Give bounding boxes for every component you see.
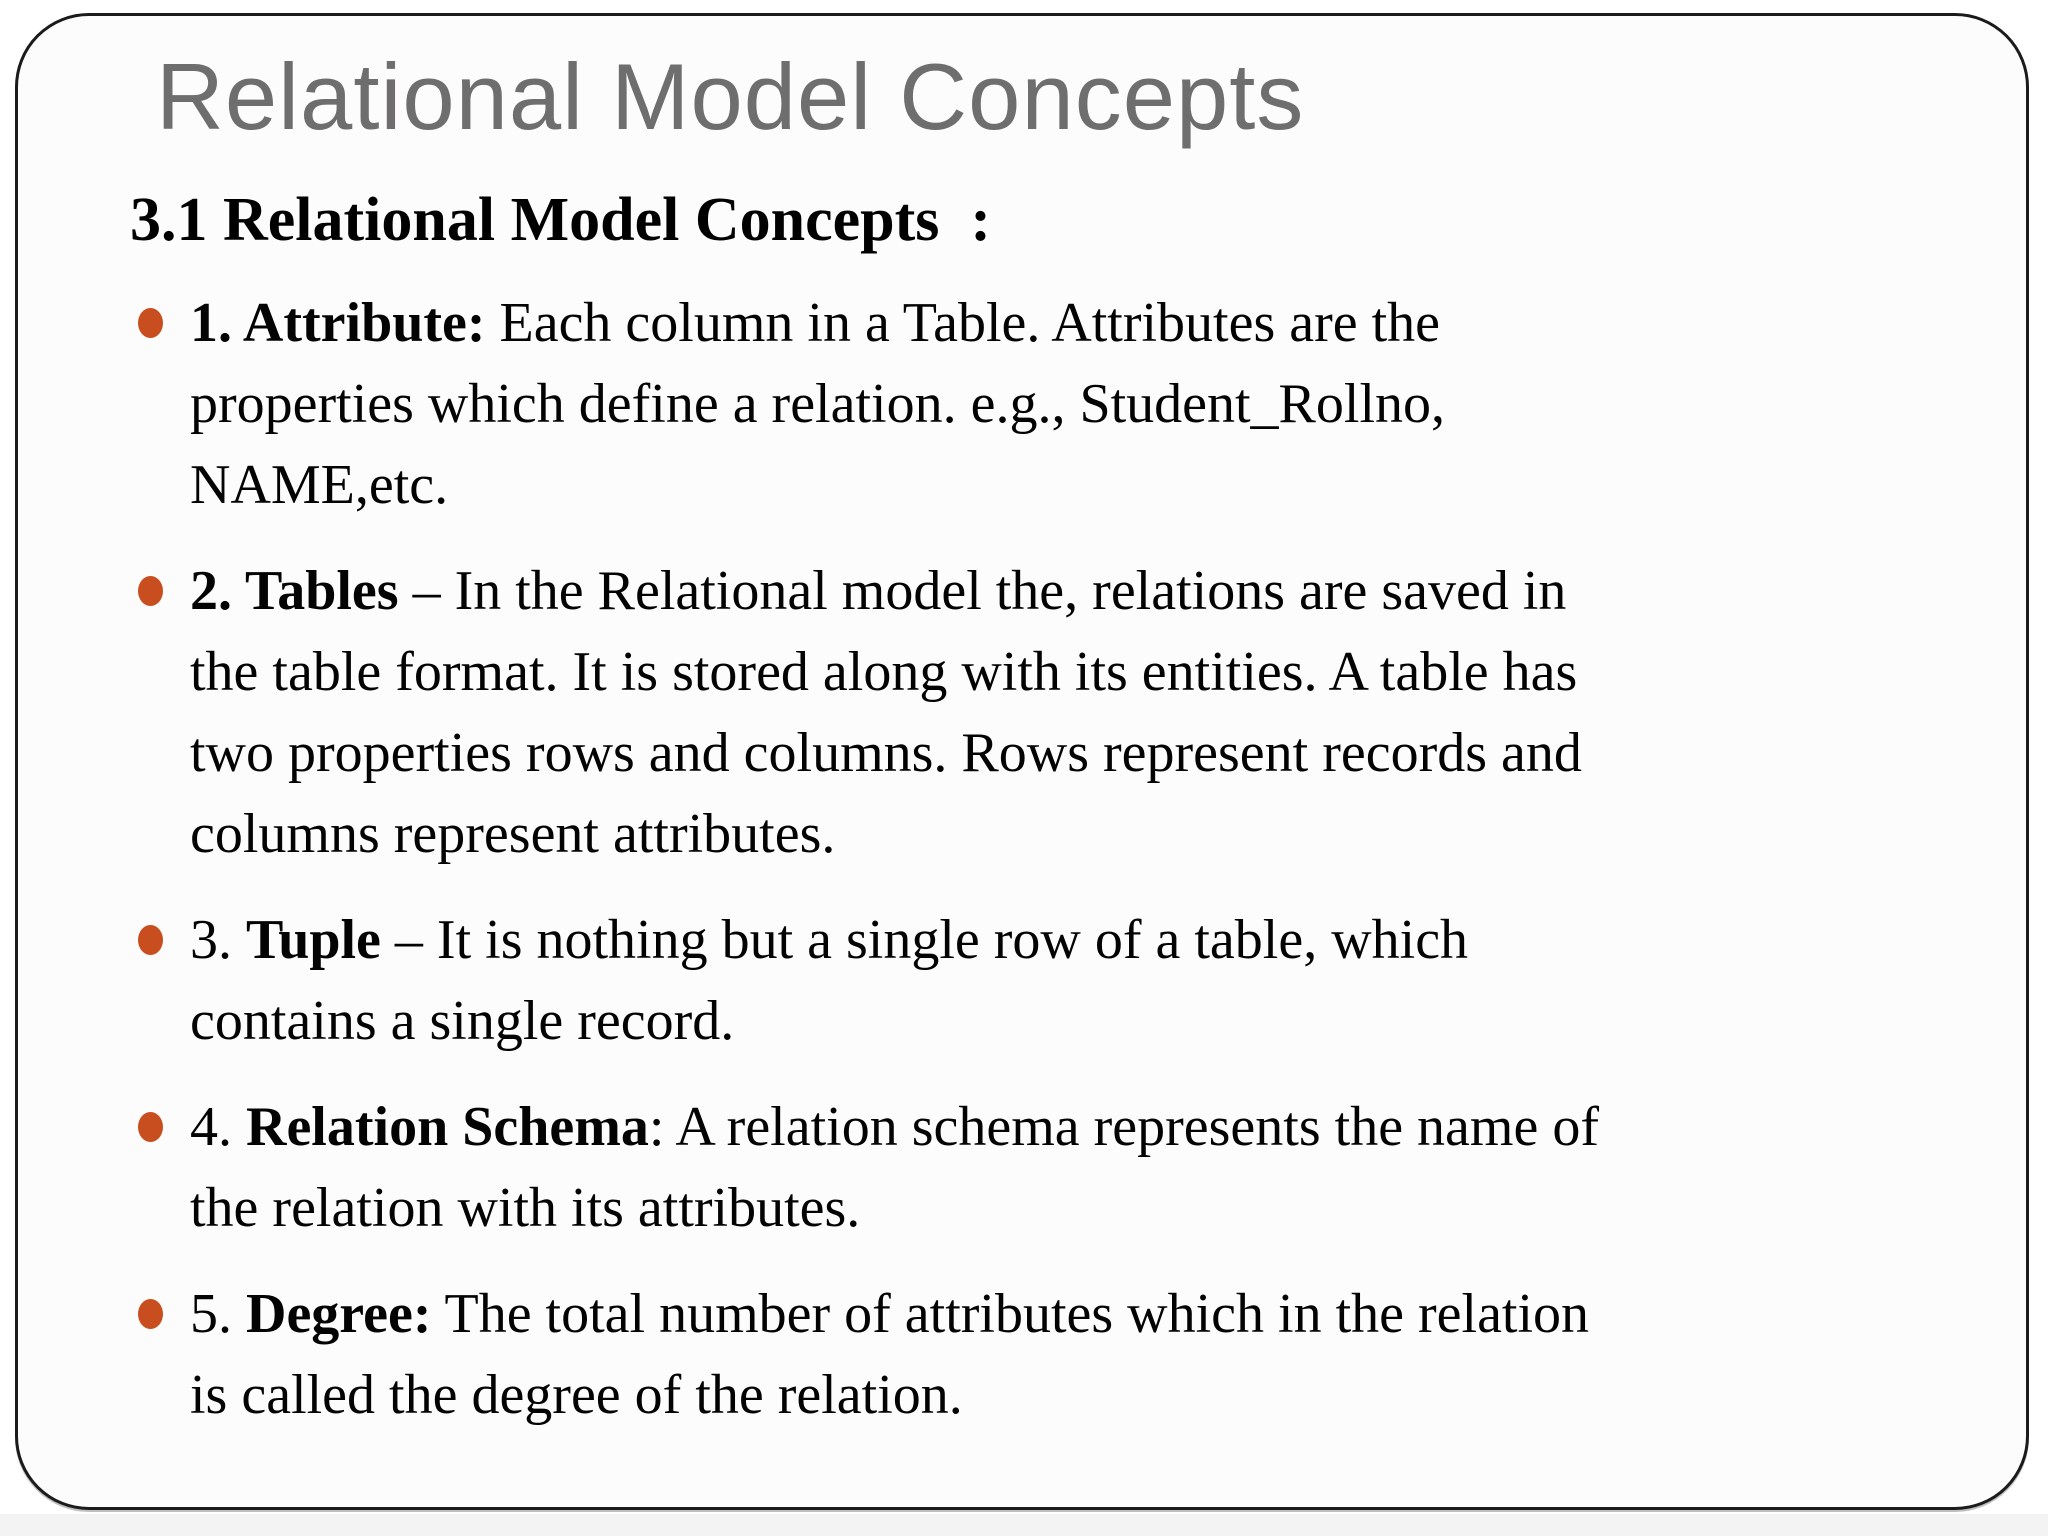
bullet-item: 3. Tuple – It is nothing but a single ro… xyxy=(18,900,1986,1062)
bullet-term: 2. Tables xyxy=(190,559,399,622)
bullet-item: 4. Relation Schema: A relation schema re… xyxy=(18,1087,1986,1249)
section-heading: 3.1 Relational Model Concepts : xyxy=(130,186,992,255)
bullet-dot-icon xyxy=(138,307,163,338)
bullet-list: 1. Attribute: Each column in a Table. At… xyxy=(18,283,2026,1436)
slide-frame: Relational Model Concepts 3.1 Relational… xyxy=(15,13,2029,1510)
bullet-text: – In the Relational model the, relations… xyxy=(190,559,1582,865)
bullet-text: Each column in a Table. Attributes are t… xyxy=(190,291,1446,516)
bullet-text: : A relation schema represents the name … xyxy=(190,1095,1599,1239)
bullet-text: 5. xyxy=(190,1282,246,1345)
bullet-text: The total number of attributes which in … xyxy=(190,1282,1590,1426)
bullet-dot-icon xyxy=(138,1111,163,1142)
bullet-dot-icon xyxy=(138,1298,163,1329)
slide-title: Relational Model Concepts xyxy=(156,44,1305,149)
bullet-dot-icon xyxy=(138,924,163,955)
bullet-item: 2. Tables – In the Relational model the,… xyxy=(18,551,1986,875)
bullet-dot-icon xyxy=(138,575,163,606)
bullet-term: Tuple xyxy=(246,908,381,971)
bullet-term: Relation Schema xyxy=(246,1095,649,1158)
bullet-text: 3. xyxy=(190,908,246,971)
bullet-item: 5. Degree: The total number of attribute… xyxy=(18,1274,1986,1436)
bullet-term: Degree: xyxy=(246,1282,432,1345)
bullet-term: 1. Attribute: xyxy=(190,291,486,354)
bullet-text: – It is nothing but a single row of a ta… xyxy=(190,908,1469,1052)
bottom-strip xyxy=(0,1514,2048,1536)
bullet-text: 4. xyxy=(190,1095,246,1158)
bullet-item: 1. Attribute: Each column in a Table. At… xyxy=(18,283,1986,526)
